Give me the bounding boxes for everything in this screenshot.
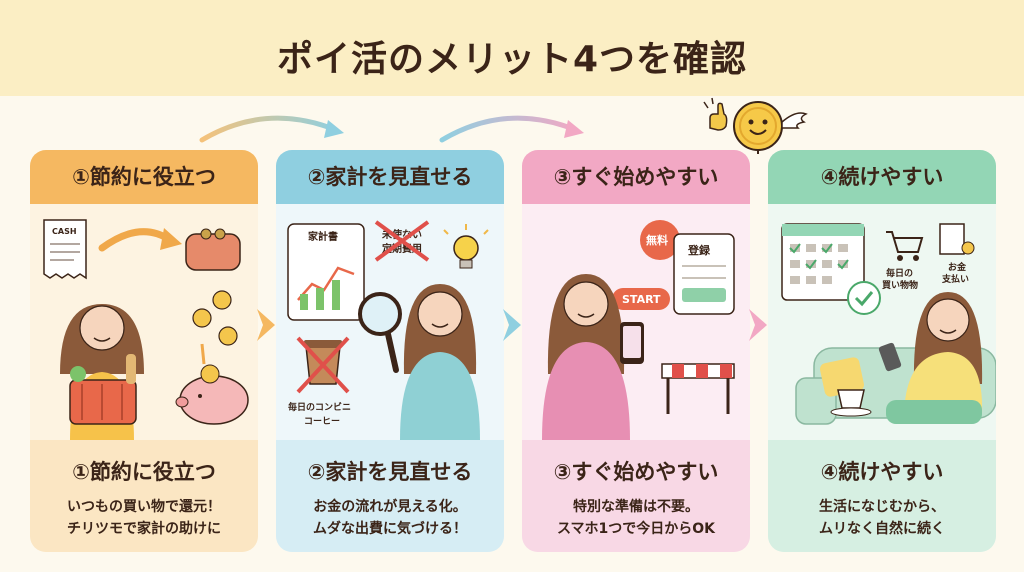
- receipt-icon: CASH: [43, 219, 87, 280]
- card-illustration: 無料 登録 START: [522, 204, 750, 440]
- magnifier-icon: [358, 292, 402, 373]
- description-line: スマホ1つで今日からOK: [556, 521, 716, 537]
- merit-card-1: ①節約に役立つ CASH: [30, 150, 258, 552]
- cup-label: 毎日のコンビニ: [288, 401, 351, 413]
- card-header: ②家計を見直せる: [276, 150, 504, 204]
- card-footer: ②家計を見直せる お金の流れが見える化。 ムダな出費に気づける！: [276, 440, 504, 552]
- merit-card-2: ②家計を見直せる 家計書 未使ない 定期費用: [276, 150, 504, 552]
- description-line: いつもの買い物で還元！: [67, 499, 221, 515]
- card-illustration: 毎日の 買い物物 お金 支払い: [768, 204, 996, 440]
- card-title: ③すぐ始めやすい: [553, 460, 719, 484]
- receipt-label: CASH: [52, 227, 77, 236]
- cart-label: 買い物物: [882, 279, 918, 291]
- cart-icon: 毎日の 買い物物: [882, 231, 924, 291]
- card-header: ③すぐ始めやすい: [522, 150, 750, 204]
- card-illustration: 家計書 未使ない 定期費用: [276, 204, 504, 440]
- description-line: チリツモで家計の助けに: [67, 521, 221, 537]
- registration-form-icon: 登録: [673, 233, 735, 315]
- title-band: [0, 0, 1024, 96]
- crossed-label: 定期費用: [382, 242, 422, 255]
- free-badge-label: 無料: [646, 233, 668, 247]
- check-icon: [847, 281, 881, 315]
- crossed-fee-label: 未使ない 定期費用: [374, 220, 430, 262]
- chevron-right-icon: [257, 309, 275, 341]
- description-line: 生活になじむから、: [819, 499, 945, 515]
- card-description: いつもの買い物で還元！ チリツモで家計の助けに: [30, 496, 258, 540]
- smartphone-icon: [620, 322, 644, 364]
- description-line: ムリなく自然に続く: [819, 521, 945, 537]
- lightbulb-icon: [443, 224, 489, 269]
- coffee-cup-icon: 毎日のコンビニ コーヒー: [288, 336, 351, 427]
- merit-card-4: ④続けやすい 毎日の 買い物物: [768, 150, 996, 552]
- chevron-right-icon: [749, 309, 767, 341]
- tablet-label: 家計書: [308, 230, 338, 243]
- card-header: ④続けやすい: [768, 150, 996, 204]
- coin-mascot-icon: [703, 97, 808, 154]
- description-line: お金の流れが見える化。: [313, 499, 467, 515]
- page-title: ポイ活のメリット4つを確認: [276, 39, 748, 80]
- card-description: 特別な準備は不要。 スマホ1つで今日からOK: [522, 496, 750, 540]
- card-illustration: CASH: [30, 204, 258, 440]
- card-header: ①節約に役立つ: [30, 150, 258, 204]
- description-line: 特別な準備は不要。: [573, 499, 699, 515]
- tea-cup-icon: [830, 389, 872, 417]
- card-title: ①節約に役立つ: [72, 460, 216, 484]
- curved-arrow-icon: [199, 115, 344, 143]
- tablet-chart-icon: 家計書: [287, 223, 365, 321]
- bill-icon: お金 支払い: [939, 223, 975, 285]
- person-illustration: [542, 274, 630, 440]
- description-line: ムダな出費に気づける！: [313, 521, 467, 537]
- start-label: START: [622, 293, 661, 306]
- card-footer: ①節約に役立つ いつもの買い物で還元！ チリツモで家計の助けに: [30, 440, 258, 552]
- card-title: ②家計を見直せる: [307, 460, 473, 484]
- bill-label: 支払い: [941, 273, 969, 285]
- card-footer: ④続けやすい 生活になじむから、 ムリなく自然に続く: [768, 440, 996, 552]
- card-title: ④続けやすい: [820, 460, 944, 484]
- cup-label: コーヒー: [304, 416, 340, 427]
- free-badge-icon: 無料: [640, 220, 680, 260]
- shopping-basket-icon: [69, 354, 137, 425]
- card-description: 生活になじむから、 ムリなく自然に続く: [768, 496, 996, 540]
- calendar-icon: [781, 223, 865, 301]
- hurdle-icon: [661, 363, 735, 414]
- piggy-bank-icon: [175, 364, 249, 425]
- card-footer: ③すぐ始めやすい 特別な準備は不要。 スマホ1つで今日からOK: [522, 440, 750, 552]
- curved-arrow-icon: [439, 115, 584, 143]
- card-description: お金の流れが見える化。 ムダな出費に気づける！: [276, 496, 504, 540]
- cart-label: 毎日の: [886, 267, 913, 279]
- start-button-illustration: START: [612, 288, 670, 310]
- wallet-icon: [185, 228, 241, 271]
- person-illustration: [878, 292, 983, 424]
- bill-label: お金: [948, 261, 967, 273]
- chevron-right-icon: [503, 309, 521, 341]
- register-label: 登録: [687, 243, 711, 257]
- merit-card-3: ③すぐ始めやすい 無料 登録 START: [522, 150, 750, 552]
- person-illustration: [400, 284, 480, 440]
- coin-icon: [192, 290, 238, 346]
